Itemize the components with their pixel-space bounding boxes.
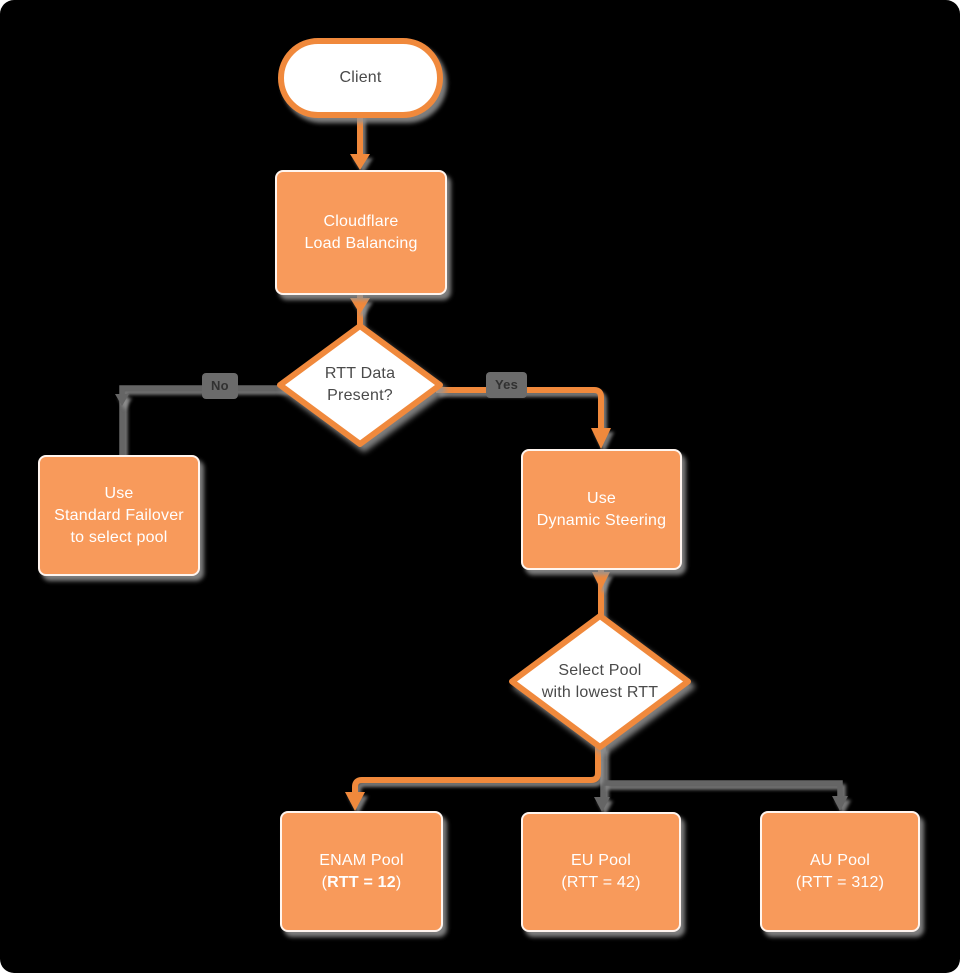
node-standard-failover-label: Use Standard Failover to select pool [54, 484, 184, 546]
node-standard-failover: Use Standard Failover to select pool [38, 455, 200, 576]
node-cloudflare-load-balancing: Cloudflare Load Balancing [275, 170, 447, 295]
pool-name: AU Pool [809, 851, 871, 869]
pool-rtt: (RTT = 312) [795, 873, 885, 891]
node-eu-pool-label: EU Pool (RTT = 42) [561, 828, 640, 916]
node-eu-pool: EU Pool (RTT = 42) [521, 812, 681, 932]
diamond-shape [277, 323, 443, 447]
arrowhead-down-icon [345, 792, 365, 811]
node-client: Client [278, 38, 443, 118]
node-cloudflare-load-balancing-label: Cloudflare Load Balancing [304, 212, 418, 252]
node-enam-pool: ENAM Pool (RTT = 12) [280, 811, 443, 932]
node-client-label: Client [339, 69, 382, 86]
node-select-pool-decision: Select Pool with lowest RTT [508, 612, 692, 751]
edge-label-yes: Yes [486, 372, 528, 398]
pool-name: ENAM Pool [319, 851, 404, 869]
pool-rtt: (RTT = 42) [561, 874, 641, 891]
node-select-pool-label: Select Pool with lowest RTT [541, 661, 659, 701]
edge-label-no: No [202, 373, 238, 399]
arrowhead-down-icon [591, 428, 611, 449]
arrowhead-down-icon [350, 154, 370, 170]
node-dynamic-steering-label: Use Dynamic Steering [536, 489, 667, 529]
arrowhead-down-icon [350, 298, 370, 314]
arrowhead-down-icon [592, 572, 610, 590]
edge-select-to-enam [352, 746, 601, 793]
arrowhead-down-icon [832, 796, 848, 811]
node-dynamic-steering: Use Dynamic Steering [521, 449, 682, 570]
arrowhead-down-icon [115, 394, 129, 406]
node-au-pool-label: AU Pool (RTT = 312) [796, 828, 884, 916]
edge-select-to-au [603, 780, 843, 797]
node-enam-pool-label: ENAM Pool (RTT = 12) [319, 828, 404, 916]
node-rtt-data-present-decision: RTT Data Present? [276, 322, 444, 448]
arrowhead-down-icon [594, 797, 610, 812]
pool-rtt: (RTT = 12) [321, 873, 402, 891]
node-au-pool: AU Pool (RTT = 312) [760, 811, 920, 932]
node-rtt-data-present-label: RTT Data Present? [324, 365, 396, 404]
pool-name: EU Pool [570, 852, 632, 869]
